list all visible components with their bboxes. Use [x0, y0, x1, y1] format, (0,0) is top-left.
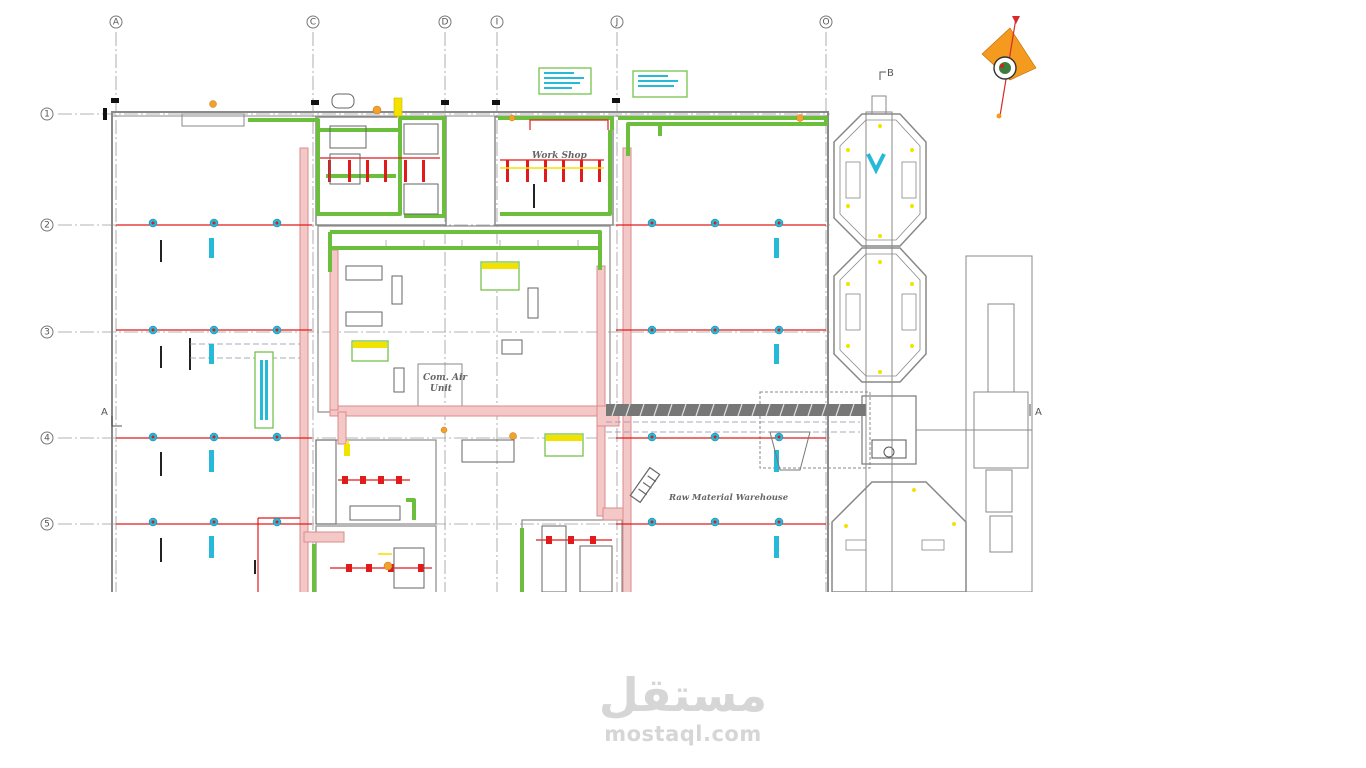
grid-bubbles: A C D I J O 1 2 3 4 5	[40, 15, 833, 531]
silos	[831, 95, 967, 592]
dashed-lines	[190, 343, 860, 433]
section-mark-north: B	[887, 68, 894, 79]
fire-equipment	[328, 160, 601, 572]
grid-label-1: 1	[44, 110, 50, 120]
watermark-url: mostaql.com	[604, 722, 762, 746]
room-label-comp-air-line1: Com. Air	[423, 373, 468, 383]
stair-icon	[629, 466, 661, 504]
yellow-panel	[344, 444, 350, 456]
yellow-panel	[393, 97, 403, 117]
watermark-arabic: مستقل	[598, 668, 768, 722]
watermark: مستقل mostaql.com	[598, 668, 768, 746]
equipment-ticks	[160, 184, 535, 574]
building-walls	[111, 111, 871, 592]
grid-label-J: J	[615, 18, 619, 28]
section-mark-east: A	[1035, 407, 1042, 418]
compass-logo-icon	[993, 56, 1017, 80]
sprinkler-heads	[148, 218, 784, 558]
grid-label-4: 4	[44, 434, 50, 444]
grid-label-D: D	[442, 18, 449, 28]
grid-label-5: 5	[44, 520, 50, 530]
equipment	[315, 93, 613, 592]
grid-label-A: A	[113, 18, 120, 28]
section-mark-west: A	[101, 407, 108, 418]
terminal-markers	[103, 98, 620, 120]
door-ticks	[385, 240, 579, 246]
room-label-raw-material-warehouse: Raw Material Warehouse	[668, 493, 789, 503]
room-label-work-shop: Work Shop	[532, 151, 588, 161]
truck-lane	[916, 255, 1033, 592]
orange-fittings	[209, 100, 804, 571]
section-marks: A A B	[101, 68, 1042, 427]
duct-network	[299, 147, 632, 592]
silo-fittings	[844, 124, 956, 528]
grid-label-2: 2	[44, 221, 50, 231]
grid-label-I: I	[496, 18, 499, 28]
fire-lines	[116, 119, 826, 592]
air-main-line	[248, 116, 828, 592]
grid-label-C: C	[310, 18, 316, 28]
silo-marker	[866, 153, 886, 175]
room-label-comp-air-line2: Unit	[430, 384, 453, 394]
grid-label-3: 3	[44, 328, 50, 338]
grid-label-O: O	[822, 18, 829, 28]
info-tables	[254, 67, 688, 457]
